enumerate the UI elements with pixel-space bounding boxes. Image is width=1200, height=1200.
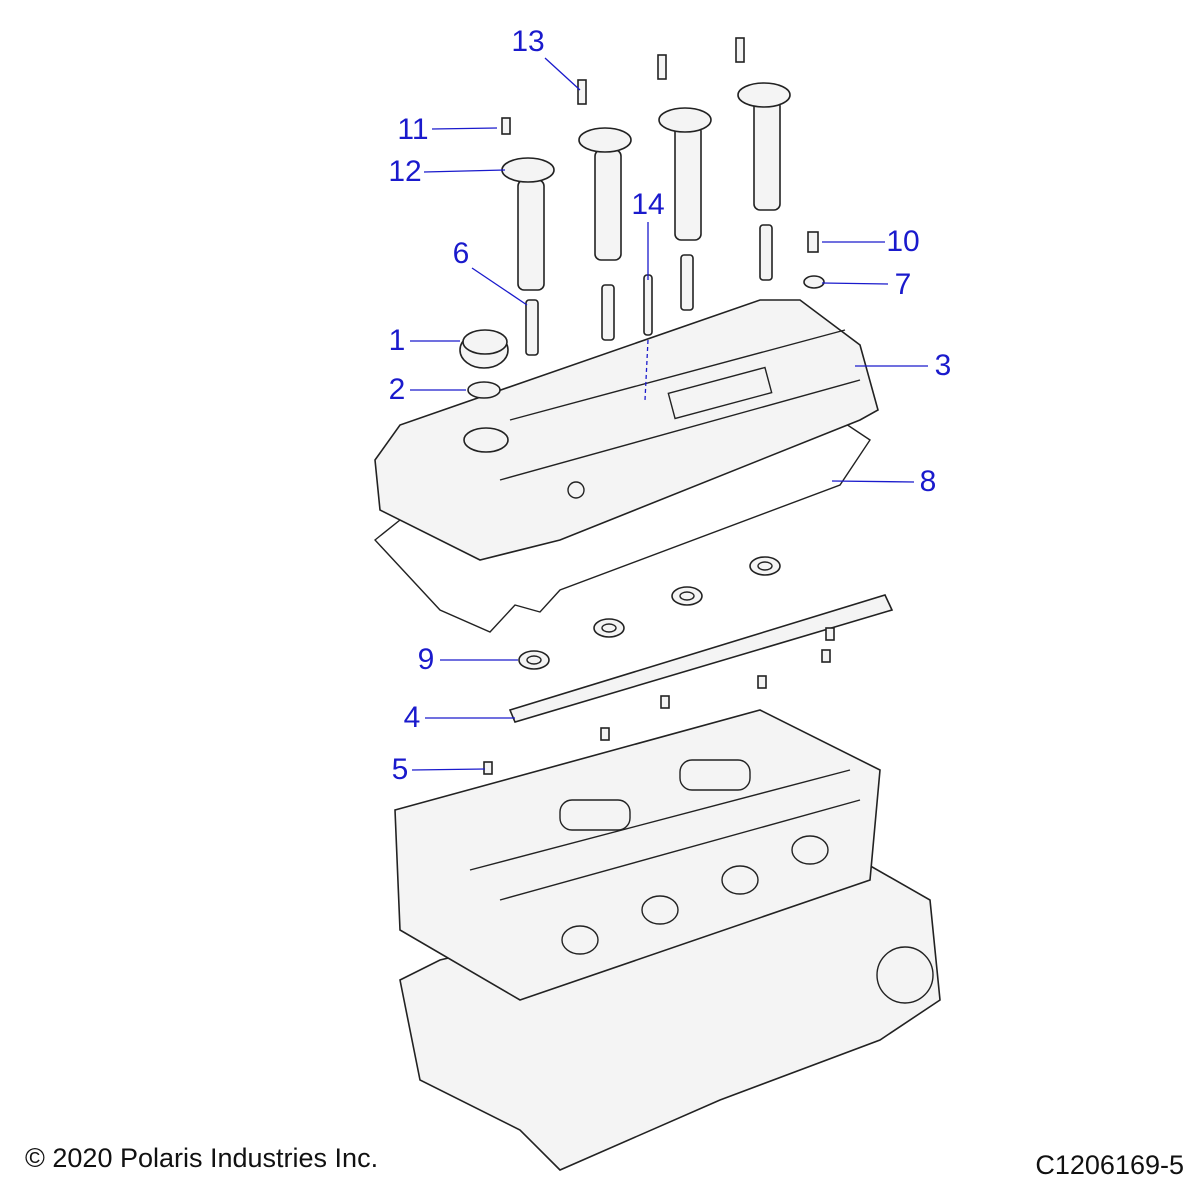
- copyright-text: © 2020 Polaris Industries Inc.: [25, 1143, 379, 1173]
- seals: [518, 556, 781, 670]
- callout-11[interactable]: 11: [397, 113, 429, 146]
- spark-plugs: [525, 224, 773, 356]
- o-ring: [467, 381, 501, 399]
- callout-12[interactable]: 12: [388, 155, 422, 188]
- callout-2[interactable]: 2: [388, 373, 406, 406]
- coil-bolts: [501, 37, 825, 289]
- diagram-id: C1206169-5: [1035, 1150, 1184, 1180]
- cylinder-head: [394, 709, 881, 1001]
- callout-14[interactable]: 14: [631, 188, 665, 221]
- callout-13[interactable]: 13: [511, 25, 545, 58]
- callout-8[interactable]: 8: [919, 465, 937, 498]
- bolts: [483, 627, 835, 775]
- callout-1[interactable]: 1: [388, 324, 406, 357]
- callout-4[interactable]: 4: [403, 701, 421, 734]
- callout-10[interactable]: 10: [886, 225, 920, 258]
- callout-6[interactable]: 6: [452, 237, 470, 270]
- valve-cover: [374, 299, 879, 561]
- ignition-coils: [501, 82, 791, 291]
- callout-7[interactable]: 7: [894, 268, 912, 301]
- leader-lines: [410, 57, 928, 771]
- callout-3[interactable]: 3: [934, 349, 952, 382]
- callout-9[interactable]: 9: [417, 643, 435, 676]
- callout-5[interactable]: 5: [391, 753, 409, 786]
- oil-cap: [459, 329, 509, 369]
- gasket-plate: [508, 594, 894, 723]
